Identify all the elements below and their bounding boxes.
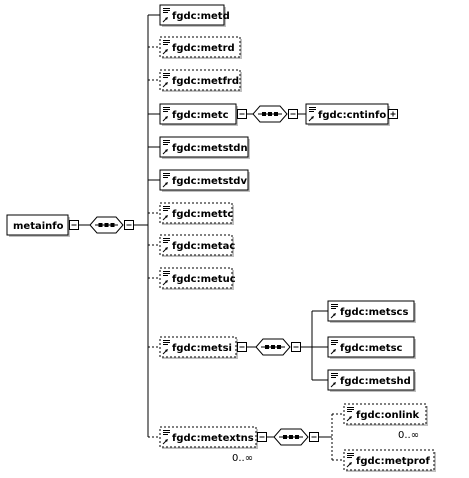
attributes-icon [162, 73, 170, 88]
metsi-sequence-collapse-icon[interactable] [291, 342, 301, 352]
metc-sequence-collapse-icon[interactable] [288, 109, 298, 119]
cntinfo-expand-icon[interactable] [388, 109, 398, 119]
element-metrd[interactable]: fgdc:metrd [159, 36, 242, 59]
attributes-icon [162, 238, 170, 253]
onlink-occurrence: 0..∞ [398, 430, 419, 441]
element-label: fgdc:metshd [340, 376, 411, 387]
attributes-icon [162, 107, 170, 122]
attributes-icon [330, 340, 338, 355]
element-metc[interactable]: fgdc:metc [159, 103, 238, 126]
metc-collapse-icon[interactable] [237, 109, 247, 119]
metextns-sequence-icon [273, 428, 309, 446]
element-onlink[interactable]: fgdc:onlink [343, 403, 428, 426]
element-label: fgdc:metstdn [172, 143, 248, 154]
element-metd[interactable]: fgdc:metd [159, 4, 230, 27]
root-element-metainfo[interactable]: metainfo [6, 214, 70, 237]
element-label: fgdc:metscs [340, 307, 408, 318]
element-metprof[interactable]: fgdc:metprof [343, 449, 436, 472]
metc-sequence-icon [252, 105, 288, 123]
element-metstdn[interactable]: fgdc:metstdn [159, 136, 250, 159]
attributes-icon [346, 453, 354, 468]
element-metfrd[interactable]: fgdc:metfrd [159, 69, 242, 92]
attributes-icon [162, 430, 170, 445]
attributes-icon [162, 173, 170, 188]
element-nodes: metainfo fgdc:metd fgdc:metrd fgdc:metfrd fg… [6, 4, 436, 472]
connector-lines [79, 14, 344, 461]
attributes-icon [330, 373, 338, 388]
element-label: fgdc:mettc [172, 209, 233, 220]
attributes-icon [162, 271, 170, 286]
attributes-icon [330, 304, 338, 319]
element-metuc[interactable]: fgdc:metuc [159, 267, 236, 290]
element-label: fgdc:cntinfo [318, 110, 386, 121]
metextns-collapse-icon[interactable] [257, 432, 267, 442]
element-metextns[interactable]: fgdc:metextns [159, 426, 258, 449]
metsi-collapse-icon[interactable] [237, 342, 247, 352]
element-metstdv[interactable]: fgdc:metstdv [159, 169, 250, 192]
element-label: fgdc:onlink [356, 410, 420, 421]
attributes-icon [162, 340, 170, 355]
attributes-icon [162, 206, 170, 221]
element-label: fgdc:metfrd [172, 76, 239, 87]
element-metshd[interactable]: fgdc:metshd [327, 369, 416, 392]
attributes-icon [162, 140, 170, 155]
attributes-icon [162, 8, 170, 23]
element-label: fgdc:metac [172, 241, 235, 252]
element-metscs[interactable]: fgdc:metscs [327, 300, 416, 323]
element-mettc[interactable]: fgdc:mettc [159, 202, 234, 225]
element-metac[interactable]: fgdc:metac [159, 234, 235, 257]
element-label: fgdc:metstdv [172, 176, 247, 187]
metextns-occurrence: 0..∞ [232, 453, 253, 464]
metextns-sequence-collapse-icon[interactable] [309, 432, 319, 442]
attributes-icon [346, 407, 354, 422]
element-metsi[interactable]: fgdc:metsi [159, 336, 238, 359]
element-label: fgdc:metprof [356, 456, 431, 467]
element-cntinfo[interactable]: fgdc:cntinfo [305, 103, 390, 126]
root-sequence-icon [89, 216, 124, 234]
element-label: fgdc:metuc [172, 274, 236, 285]
element-label: fgdc:metsc [340, 343, 403, 354]
element-label: fgdc:metd [172, 11, 230, 22]
root-collapse-icon[interactable] [69, 220, 79, 230]
element-label: fgdc:metc [172, 110, 229, 121]
element-label: fgdc:metextns [172, 433, 254, 444]
element-metsc[interactable]: fgdc:metsc [327, 336, 416, 359]
root-sequence-collapse-icon[interactable] [124, 220, 134, 230]
attributes-icon [162, 40, 170, 55]
metsi-sequence-icon [255, 338, 291, 356]
element-label: fgdc:metrd [172, 43, 235, 54]
attributes-icon [308, 107, 316, 122]
element-label: metainfo [13, 221, 64, 232]
element-label: fgdc:metsi [172, 343, 232, 354]
